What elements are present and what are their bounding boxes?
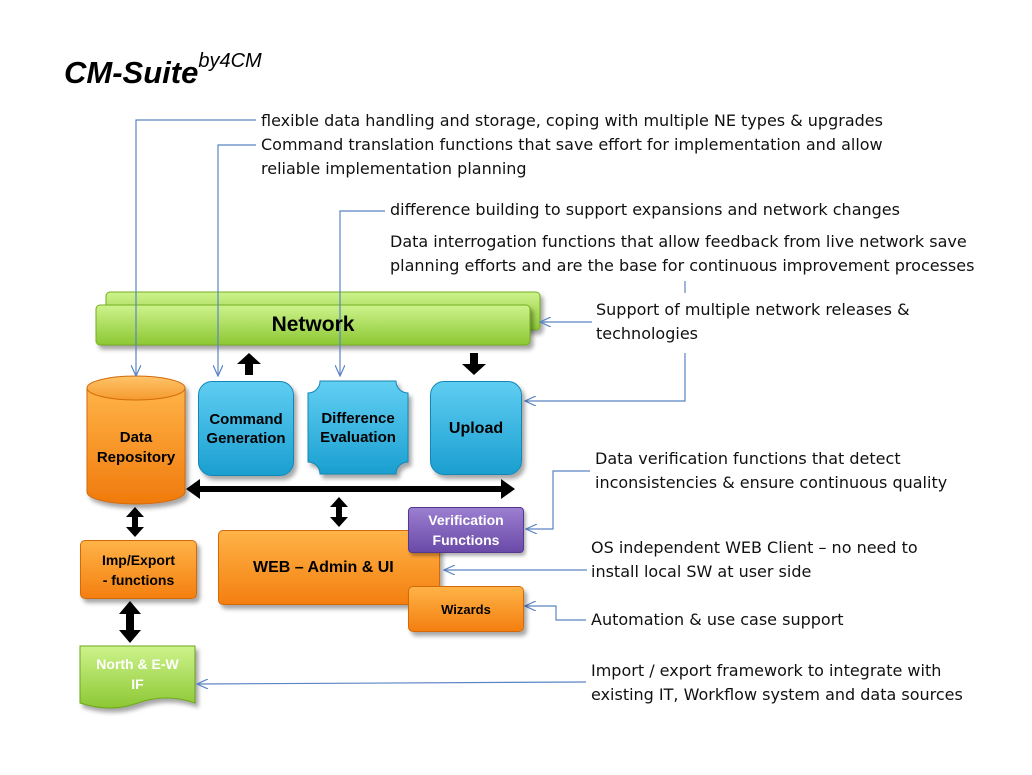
note-command-translation-line2: reliable implementation planning	[261, 159, 527, 178]
note-web-client-line1: OS independent WEB Client – no need to	[591, 538, 918, 557]
note-network-releases: Support of multiple network releases & t…	[596, 298, 910, 346]
north-ew-label: North & E-W IF	[80, 652, 195, 696]
note-web-client-line2: install local SW at user side	[591, 562, 812, 581]
north-ew-line2: IF	[131, 676, 144, 692]
upload-block: Upload	[430, 381, 522, 475]
difference-evaluation-label: Difference Evaluation	[308, 381, 408, 474]
up-arrow-command	[237, 353, 261, 375]
data-repository-line1: Data	[119, 429, 153, 446]
difference-evaluation-line2: Evaluation	[320, 428, 396, 446]
network-label: Network	[271, 313, 355, 336]
web-admin-block: WEB – Admin & UI	[218, 530, 440, 605]
imp-export-line1: Imp/Export	[101, 551, 176, 568]
note-import-export: Import / export framework to integrate w…	[591, 659, 963, 707]
north-ew-line1: North & E-W	[96, 656, 179, 672]
verification-line1: Verification	[428, 512, 504, 528]
note-data-handling: flexible data handling and storage, copi…	[261, 111, 883, 130]
data-repository-label: Data Repository	[87, 426, 185, 470]
data-repository-cylinder	[86, 375, 186, 505]
connector-difference-building	[340, 210, 385, 376]
vertical-double-arrow-repository	[126, 507, 144, 537]
command-generation-block: Command Generation	[198, 381, 294, 476]
verification-line2: Functions	[432, 532, 500, 548]
note-import-export-line1: Import / export framework to integrate w…	[591, 661, 942, 680]
vertical-double-arrow-web	[330, 497, 348, 527]
connector-command-translation	[218, 144, 256, 376]
verification-functions-block: Verification Functions	[408, 507, 524, 553]
page-title: CM-Suiteby4CM	[64, 50, 262, 91]
connector-automation	[525, 606, 586, 621]
network-layer-front	[95, 304, 531, 346]
imp-export-block: Imp/Export - functions	[80, 540, 197, 599]
data-repository-line2: Repository	[96, 449, 176, 466]
note-data-verification: Data verification functions that detect …	[595, 447, 947, 495]
note-data-verification-line1: Data verification functions that detect	[595, 449, 901, 468]
note-web-client: OS independent WEB Client – no need to i…	[591, 536, 918, 584]
note-data-interrogation-line1: Data interrogation functions that allow …	[390, 232, 967, 251]
command-generation-line2: Generation	[206, 429, 286, 447]
note-data-interrogation-line2: planning efforts and are the base for co…	[390, 256, 975, 275]
title-suffix: by4CM	[198, 50, 262, 72]
difference-evaluation-line1: Difference	[321, 409, 395, 427]
note-import-export-line2: existing IT, Workflow system and data so…	[591, 685, 963, 704]
note-command-translation: Command translation functions that save …	[261, 133, 883, 181]
down-arrow-upload	[462, 353, 486, 375]
note-network-releases-line2: technologies	[596, 324, 698, 343]
note-data-verification-line2: inconsistencies & ensure continuous qual…	[595, 473, 948, 492]
note-automation: Automation & use case support	[591, 610, 844, 629]
connector-data-handling	[136, 119, 256, 376]
connector-import-export	[197, 682, 587, 684]
note-difference-building: difference building to support expansion…	[390, 200, 900, 219]
connector-upload	[525, 353, 686, 401]
wizards-block: Wizards	[408, 586, 524, 632]
horizontal-double-arrow	[186, 479, 515, 499]
title-main: CM-Suite	[64, 55, 199, 90]
difference-evaluation-shape	[307, 380, 409, 475]
note-network-releases-line1: Support of multiple network releases &	[596, 300, 910, 319]
vertical-double-arrow-impexp	[119, 601, 141, 643]
connector-verification	[526, 470, 590, 529]
note-data-interrogation: Data interrogation functions that allow …	[390, 230, 974, 278]
command-generation-line1: Command	[209, 410, 283, 428]
imp-export-line2: - functions	[102, 571, 175, 588]
note-command-translation-line1: Command translation functions that save …	[261, 135, 883, 154]
north-ew-shape	[79, 645, 196, 709]
